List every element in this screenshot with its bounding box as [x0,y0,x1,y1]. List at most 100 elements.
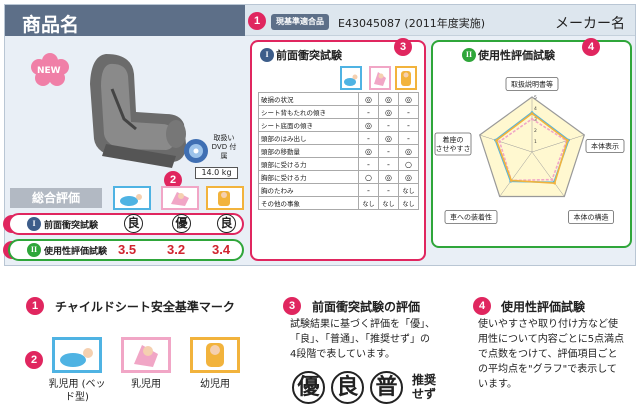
radar-axis-line [531,134,585,153]
row-value: ◎ [398,92,419,106]
row-value: - [378,118,399,132]
row-value: ◎ [378,131,399,145]
row-value: - [358,131,379,145]
child-seat-image [90,54,186,168]
legend-3-text: 試験結果に基づく評価を「優」、 「良」、「普通」、「推奨せず」の 4段階で表して… [290,319,435,360]
row-value: - [398,105,419,119]
row-value: - [358,105,379,119]
caption-infant: 乳児用 [131,379,161,390]
header-bar [5,5,245,36]
radar-point [550,178,554,181]
legend-marker-3: 3 [283,297,301,315]
new-badge-text: NEW [37,66,61,76]
radar-scale-label: 2 [534,128,537,134]
front-grade-infant-bed: 良 [124,214,143,233]
usability-score-infant-bed: 3.5 [118,242,137,257]
front-grade-infant: 優 [172,214,191,233]
marker-2: 2 [164,171,182,189]
legend-infant-bed-icon [52,337,102,373]
row-label: その他の事象 [258,196,359,210]
table-infant-bed-icon [340,66,362,90]
child-seat-icon [206,186,244,210]
legend-4-title: 使用性評価試験 [501,300,586,314]
radar-scale-label: 4 [534,106,537,112]
radar-point [495,139,498,142]
row-value: ◎ [398,144,419,158]
new-badge-icon [31,53,69,86]
radar-series-line [498,118,568,182]
row-value: - [358,183,379,197]
infant-seat-icon [161,186,199,210]
row-label: 胸のたわみ [258,183,359,197]
radar-axis-label: 取扱説明書等 [511,80,553,89]
legend-4-text: 使いやすさや取り付け方など使 用性について内容ごとに5点満点 で点数をつけて、評… [478,319,625,390]
row-label: シート背もたれの傾き [258,105,359,119]
front-crash-panel-title: 前面衝突試験 [276,49,342,62]
row-value: なし [378,196,399,210]
radar-axis-line [479,134,533,153]
row-value: ○ [358,170,379,184]
marker-1: 1 [248,12,266,30]
grade-good-icon: 良 [331,371,364,404]
front-crash-table: 破損の状況◎◎◎シート背もたれの傾き-◎-シート底面の傾き◎--頭部のはみ出し-… [258,92,419,210]
maker-name: メーカー名 [555,16,625,32]
row-value: ◎ [358,92,379,106]
legend-1-title: チャイルドシート安全基準マーク [55,300,235,314]
row-value: ◎ [378,170,399,184]
panel-roman-1-icon: I [260,48,274,62]
radar-axis-label-box [444,210,498,224]
grade-excellent-icon: 優 [292,371,325,404]
row-value: - [398,131,419,145]
radar-axis-label: 本体表示 [591,142,619,151]
usability-label: 使用性評価試験 [44,247,108,257]
legend-marker-1: 1 [26,297,44,315]
dvd-label: 取扱い DVD 付属 [211,134,237,160]
radar-axis-label-box [585,139,625,153]
row-value: なし [398,183,419,197]
caption-infant-bed: 乳児用 (ベッド型) [48,379,106,403]
row-label: 頭部の移動量 [258,144,359,158]
radar-axis-label-box [434,132,472,156]
radar-point [566,139,569,142]
legend-infant-icon [121,337,171,373]
dvd-disc-icon [184,139,208,163]
radar-series-line [495,112,569,184]
not-recommended-label: 推奨 せず [412,373,437,401]
usability-panel-title: 使用性評価試験 [478,49,555,62]
radar-axis-label: 本体の構造 [574,213,609,222]
row-value: ◎ [358,118,379,132]
front-crash-label: 前面衝突試験 [44,221,99,231]
row-label: シート底面の傾き [258,118,359,132]
legend-marker-2: 2 [25,351,43,369]
table-row: 胸のたわみ--なし [258,183,419,197]
row-value: - [378,157,399,171]
row-value: ○ [398,157,419,171]
radar-axis-line [531,151,565,197]
radar-axis-line [499,151,533,197]
grade-normal-icon: 普 [370,371,403,404]
marker-3: 3 [394,38,412,56]
legend-marker-4: 4 [473,297,491,315]
radar-axis-label-box [505,77,559,91]
table-child-icon [395,66,417,90]
front-grade-child: 良 [217,214,236,233]
radar-axis-label-box [568,210,614,224]
row-value: - [378,183,399,197]
legend-3-title: 前面衝突試験の評価 [312,300,421,314]
caption-child: 幼児用 [200,379,230,390]
row-label: 破損の状況 [258,92,359,106]
radar-axis-label: 車への装着性 [450,213,492,222]
legend-child-icon [190,337,240,373]
infant-bed-type-icon [113,186,151,210]
table-row: シート背もたれの傾き-◎- [258,105,419,119]
product-name: 商品名 [22,14,80,36]
table-row: 頭部に受ける力--○ [258,157,419,171]
usability-row [8,239,244,261]
row-label: 頭部のはみ出し [258,131,359,145]
radar-point [530,112,534,115]
row-label: 頭部に受ける力 [258,157,359,171]
table-row: 頭部の移動量◎-◎ [258,144,419,158]
table-row: 破損の状況◎◎◎ [258,92,419,106]
roman-numeral-2-icon: II [27,243,41,257]
